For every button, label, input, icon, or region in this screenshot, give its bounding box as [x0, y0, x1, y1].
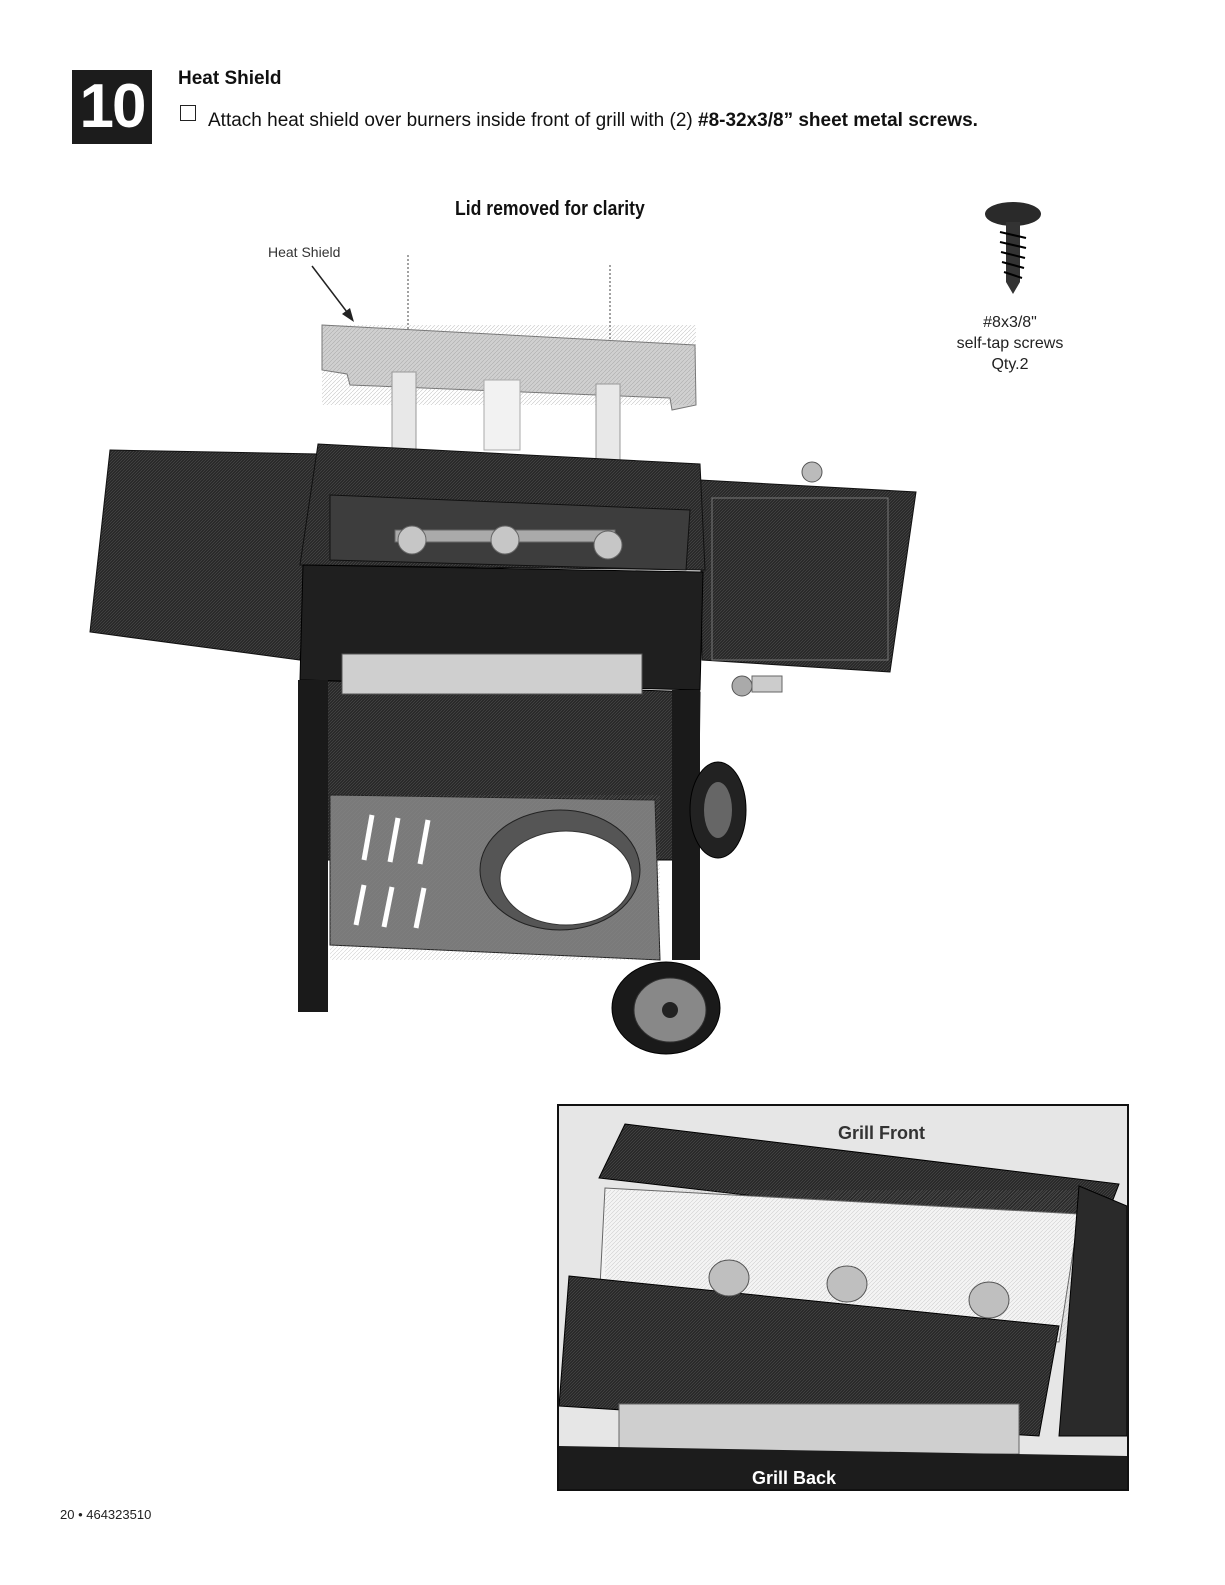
inset-grill-front-label: Grill Front: [838, 1123, 925, 1144]
hardware-quantity: Qty.2: [945, 354, 1075, 375]
page-footer: 20 • 464323510: [60, 1507, 151, 1522]
detail-inset-illustration: [559, 1106, 1127, 1489]
hardware-size: #8x3/8": [945, 312, 1075, 333]
self-tap-screw-icon: [968, 198, 1058, 298]
hardware-type: self-tap screws: [945, 333, 1075, 354]
detail-inset-frame: [557, 1104, 1129, 1491]
hardware-caption: #8x3/8" self-tap screws Qty.2: [945, 312, 1075, 375]
inset-grill-back-label: Grill Back: [752, 1468, 836, 1489]
